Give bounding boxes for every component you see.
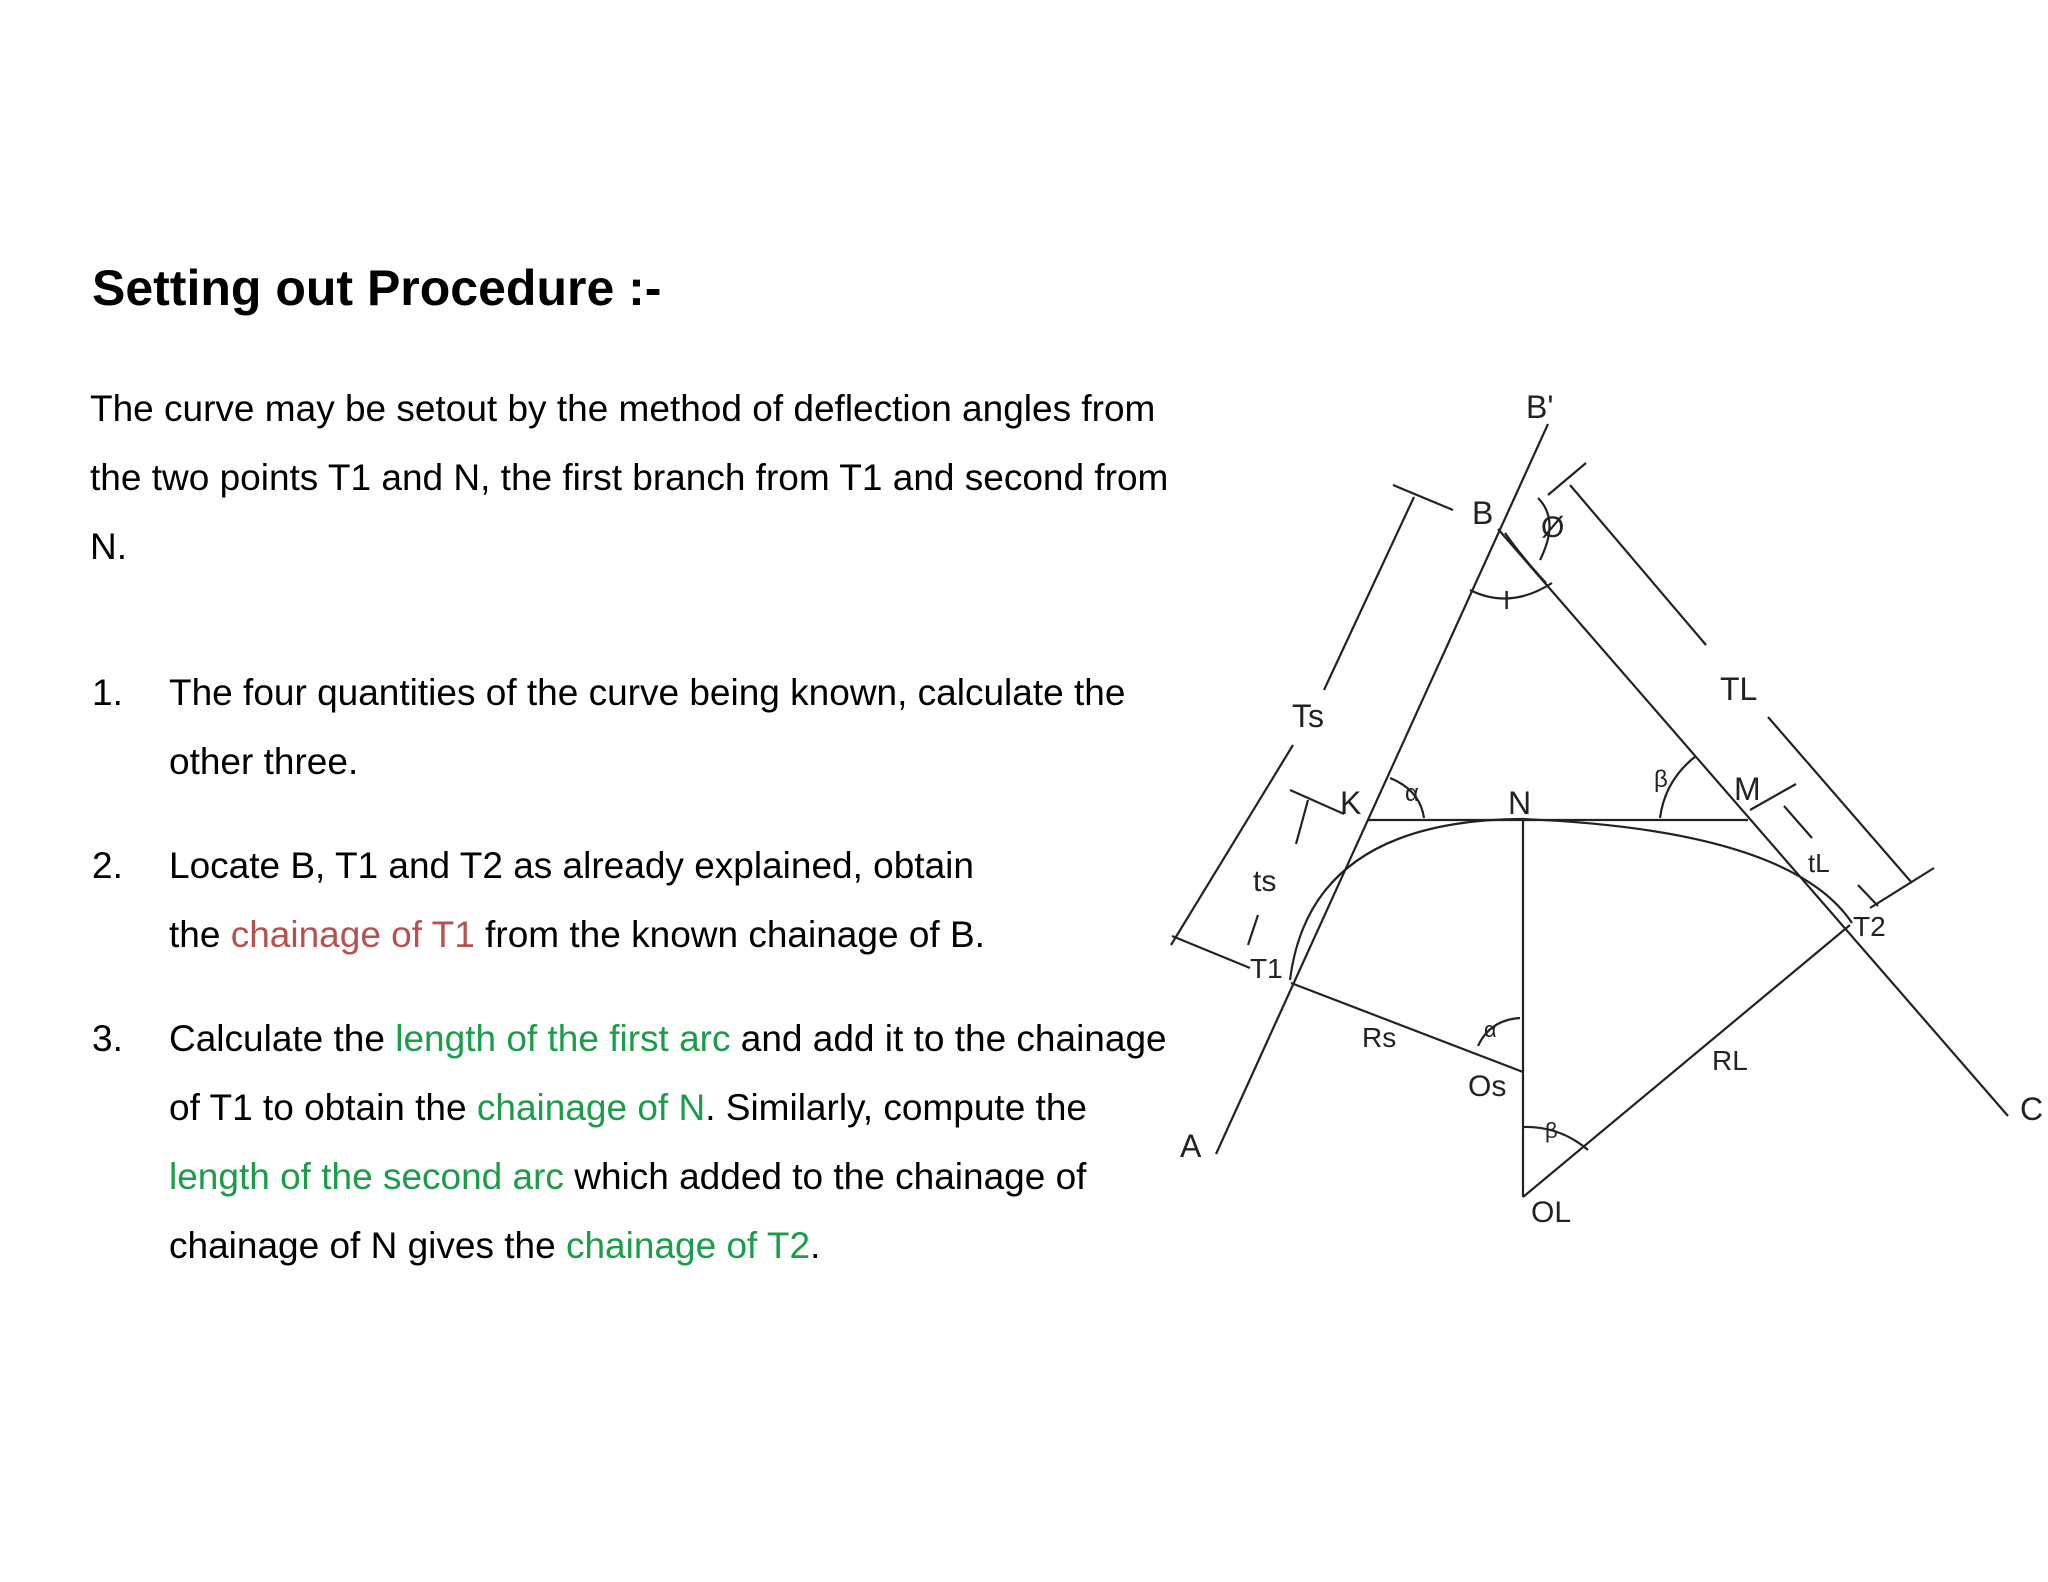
angle-alpha-arc: [1389, 776, 1426, 819]
label-beta: β: [1654, 766, 1668, 793]
step-number: 1.: [92, 672, 123, 713]
highlight-second-arc: length of the second arc: [169, 1156, 564, 1197]
angle-alpha-arc: [1477, 1016, 1521, 1047]
label-c: C: [2020, 1091, 2043, 1127]
label-b-prime: B': [1526, 389, 1553, 425]
step-text: . Similarly, compute the: [705, 1087, 1087, 1128]
label-i: I: [1503, 585, 1510, 615]
dim-tl-lower: [1767, 716, 1913, 884]
angle-beta-arc: [1522, 1125, 1589, 1151]
step-line: Locate B, T1 and T2 as already explained…: [169, 845, 974, 886]
intro-line: the two points T1 and N, the first branc…: [90, 457, 1169, 498]
step-text: the: [169, 914, 231, 955]
step-body: Calculate the length of the first arc an…: [169, 1004, 1269, 1280]
label-k: K: [1340, 785, 1361, 821]
radius-rl: [1522, 924, 1851, 1198]
label-t1: T1: [1250, 953, 1283, 984]
highlight-chainage-t1: chainage of T1: [230, 914, 475, 955]
label-n: N: [1508, 785, 1531, 821]
tangent-line-ab: [1214, 423, 1550, 1155]
compound-curve: [1288, 817, 1853, 981]
step-line: of T1 to obtain the chainage of N. Simil…: [169, 1073, 1269, 1142]
step-line: other three.: [169, 741, 359, 782]
label-a: A: [1180, 1128, 1202, 1164]
dim-tick: [1547, 462, 1587, 496]
step-text: from the known chainage of B.: [474, 914, 985, 955]
label-rl: RL: [1712, 1045, 1748, 1076]
step-line: chainage of N gives the chainage of T2.: [169, 1211, 1269, 1280]
step-line: the chainage of T1 from the known chaina…: [169, 900, 1269, 969]
dim-tl-upper: [1569, 484, 1707, 646]
dim-ts-lower: [1170, 744, 1294, 946]
angle-phi-arc: [1537, 497, 1551, 561]
dim-tick: [1171, 934, 1251, 970]
step-number: 3.: [92, 1018, 123, 1059]
dim-ts-small: [1246, 914, 1260, 946]
highlight-chainage-n: chainage of N: [476, 1087, 706, 1128]
step-line: Calculate the length of the first arc an…: [169, 1004, 1269, 1073]
step-text: Calculate the: [169, 1018, 396, 1059]
dim-tick: [1289, 788, 1345, 816]
dim-ts-upper: [1323, 496, 1415, 691]
angle-i-arc: [1469, 582, 1553, 600]
step-text: which added to the chainage of: [563, 1156, 1087, 1197]
highlight-first-arc: length of the first arc: [395, 1018, 731, 1059]
label-phi: Ø: [1541, 511, 1564, 544]
highlight-chainage-t2: chainage of T2: [565, 1225, 811, 1266]
label-beta-lower: β: [1545, 1118, 1558, 1143]
step-line: length of the second arc which added to …: [169, 1142, 1269, 1211]
dim-ts-small: [1294, 799, 1310, 845]
angle-beta-arc: [1658, 755, 1697, 819]
label-tl-small: tL: [1808, 848, 1830, 878]
angle-i-arc: [1504, 532, 1547, 584]
label-ts-small: ts: [1253, 865, 1276, 898]
label-rs: Rs: [1362, 1022, 1396, 1053]
label-b: B: [1472, 495, 1493, 531]
step-text: and add it to the chainage: [730, 1018, 1167, 1059]
label-alpha: α: [1405, 780, 1419, 807]
step-line: The four quantities of the curve being k…: [169, 672, 1126, 713]
label-tl: TL: [1720, 671, 1757, 707]
dim-tl-small: [1783, 805, 1813, 839]
label-alpha-lower: α: [1484, 1017, 1497, 1042]
intro-line: N.: [90, 526, 127, 567]
step-text: .: [810, 1225, 821, 1266]
label-ts: Ts: [1292, 698, 1324, 734]
page-title: Setting out Procedure :-: [92, 260, 662, 316]
intro-line: The curve may be setout by the method of…: [90, 388, 1156, 429]
step-body: Locate B, T1 and T2 as already explained…: [169, 831, 1269, 969]
dim-tick: [1749, 783, 1797, 811]
step-text: chainage of N gives the: [169, 1225, 566, 1266]
step-number: 2.: [92, 845, 123, 886]
dim-tl-small: [1857, 884, 1879, 907]
step-body: The four quantities of the curve being k…: [169, 658, 1269, 796]
step-text: of T1 to obtain the: [169, 1087, 477, 1128]
tangent-line-bc: [1497, 528, 2009, 1117]
label-t2: T2: [1853, 911, 1886, 942]
dim-tick: [1392, 483, 1454, 512]
label-ol: OL: [1531, 1196, 1571, 1229]
label-m: M: [1734, 771, 1761, 807]
radius-rs: [1290, 981, 1524, 1074]
label-os: Os: [1468, 1070, 1506, 1103]
intro-paragraph: The curve may be setout by the method of…: [90, 374, 1250, 581]
dim-tick: [1869, 867, 1935, 909]
